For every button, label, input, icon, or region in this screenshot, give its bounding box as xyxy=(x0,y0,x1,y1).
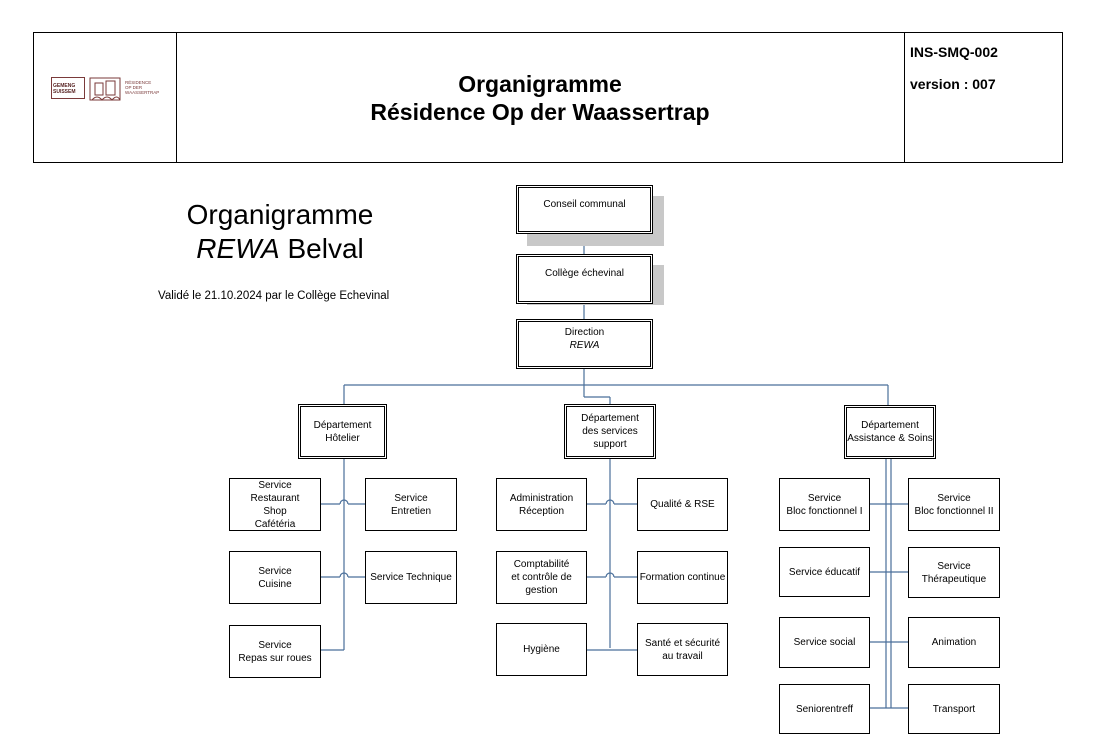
node-direction-sub: REWA xyxy=(569,340,600,351)
node-therapeutique: Service Thérapeutique xyxy=(908,547,1000,598)
organigram-title-rest: Belval xyxy=(279,233,364,264)
dept-support-line2: des services xyxy=(582,426,638,437)
therapeutique-line2: Thérapeutique xyxy=(921,573,987,585)
sante-line1: Santé et sécurité xyxy=(644,637,721,649)
dept-hotelier-line2: Hôtelier xyxy=(325,432,360,444)
node-direction-label: Direction xyxy=(564,327,605,338)
organigram-title-line1: Organigramme xyxy=(186,199,374,230)
node-conseil-label: Conseil communal xyxy=(543,199,626,210)
node-dept-support: Département des services support xyxy=(564,404,656,459)
bloc1-line1: Service xyxy=(807,492,842,504)
node-transport: Transport xyxy=(908,684,1000,734)
node-bloc2: Service Bloc fonctionnel II xyxy=(908,478,1000,531)
node-formation: Formation continue xyxy=(637,551,728,604)
node-qualite: Qualité & RSE xyxy=(637,478,728,531)
therapeutique-line1: Service xyxy=(937,560,971,572)
node-service-technique: Service Technique xyxy=(365,551,457,604)
dept-support-line3: support xyxy=(593,439,627,450)
node-sante: Santé et sécurité au travail xyxy=(637,623,728,676)
repas-line2: Repas sur roues xyxy=(238,652,312,664)
node-direction: Direction REWA xyxy=(516,319,653,369)
restaurant-line2: Restaurant xyxy=(250,492,300,504)
technique-line1: Service Technique xyxy=(370,572,452,583)
node-conseil-communal: Conseil communal xyxy=(516,185,653,234)
entretien-line2: Entretien xyxy=(390,505,432,517)
node-seniorentreff: Seniorentreff xyxy=(779,684,870,734)
entretien-line1: Service xyxy=(394,492,428,504)
comptabilite-line1: Comptabilité xyxy=(513,559,570,570)
node-service-entretien: Service Entretien xyxy=(365,478,457,531)
node-dept-hotelier: Département Hôtelier xyxy=(298,404,387,459)
node-animation: Animation xyxy=(908,617,1000,668)
residence-building-icon xyxy=(89,77,121,101)
administration-line2: Réception xyxy=(518,505,565,517)
document-version: version : 007 xyxy=(910,76,996,92)
bloc1-line2: Bloc fonctionnel I xyxy=(786,505,863,517)
animation-line1: Animation xyxy=(931,637,977,648)
qualite-line1: Qualité & RSE xyxy=(650,499,715,510)
header-title-line1: Organigramme xyxy=(458,70,622,97)
node-college-echevinal: Collège échevinal xyxy=(516,254,653,304)
gemeng-logo: GEMENG SUISSEM xyxy=(51,77,85,99)
validation-note: Validé le 21.10.2024 par le Collège Eche… xyxy=(158,290,390,302)
transport-line1: Transport xyxy=(932,703,976,715)
dept-soins-line1: Département xyxy=(861,420,919,431)
header-title-line2: Résidence Op der Waassertrap xyxy=(370,98,710,125)
bloc2-line1: Service xyxy=(937,492,971,504)
node-social: Service social xyxy=(779,617,870,668)
educatif-line1: Service éducatif xyxy=(788,566,861,578)
node-educatif: Service éducatif xyxy=(779,547,870,597)
dept-hotelier-line1: Département xyxy=(313,419,372,431)
node-service-repas: Service Repas sur roues xyxy=(229,625,321,678)
formation-line1: Formation continue xyxy=(639,572,726,583)
organigram-title-italic: REWA xyxy=(196,233,280,264)
restaurant-line3: Shop xyxy=(263,505,287,517)
document-header: GEMENG SUISSEM RÉSIDENCE OP DER WAASSERT… xyxy=(33,32,1063,163)
node-administration: Administration Réception xyxy=(496,478,587,531)
administration-line1: Administration xyxy=(509,492,574,504)
header-title-cell: Organigramme Résidence Op der Waassertra… xyxy=(176,33,905,162)
node-hygiene: Hygiène xyxy=(496,623,587,676)
cuisine-line1: Service xyxy=(258,565,292,577)
node-service-restaurant: Service Restaurant Shop Cafétéria xyxy=(229,478,321,531)
dept-support-line1: Département xyxy=(581,413,639,424)
restaurant-line4: Cafétéria xyxy=(254,518,296,530)
comptabilite-line2: et contrôle de xyxy=(511,572,572,583)
organigram-title-line2: REWA Belval xyxy=(150,232,410,266)
restaurant-line1: Service xyxy=(258,479,292,491)
logo-cell: GEMENG SUISSEM RÉSIDENCE OP DER WAASSERT… xyxy=(34,33,177,162)
node-bloc1: Service Bloc fonctionnel I xyxy=(779,478,870,531)
cuisine-line2: Cuisine xyxy=(258,578,292,590)
dept-soins-line2: Assistance & Soins xyxy=(847,433,933,444)
social-line1: Service social xyxy=(793,637,856,648)
node-service-cuisine: Service Cuisine xyxy=(229,551,321,604)
residence-logo-text: RÉSIDENCE OP DER WAASSERTRAP xyxy=(125,80,160,95)
seniorentreff-line1: Seniorentreff xyxy=(795,703,854,715)
node-dept-soins: Département Assistance & Soins xyxy=(844,405,936,459)
comptabilite-line3: gestion xyxy=(525,585,558,596)
node-college-label: Collège échevinal xyxy=(545,268,624,279)
hygiene-line1: Hygiène xyxy=(523,644,560,655)
repas-line1: Service xyxy=(258,639,292,651)
bloc2-line2: Bloc fonctionnel II xyxy=(914,505,994,517)
header-code-cell: INS-SMQ-002 version : 007 xyxy=(904,33,1062,162)
document-code: INS-SMQ-002 xyxy=(910,44,998,60)
organigram-title: Organigramme REWA Belval xyxy=(150,198,410,266)
sante-line2: au travail xyxy=(662,650,703,662)
node-comptabilite: Comptabilité et contrôle de gestion xyxy=(496,551,587,604)
